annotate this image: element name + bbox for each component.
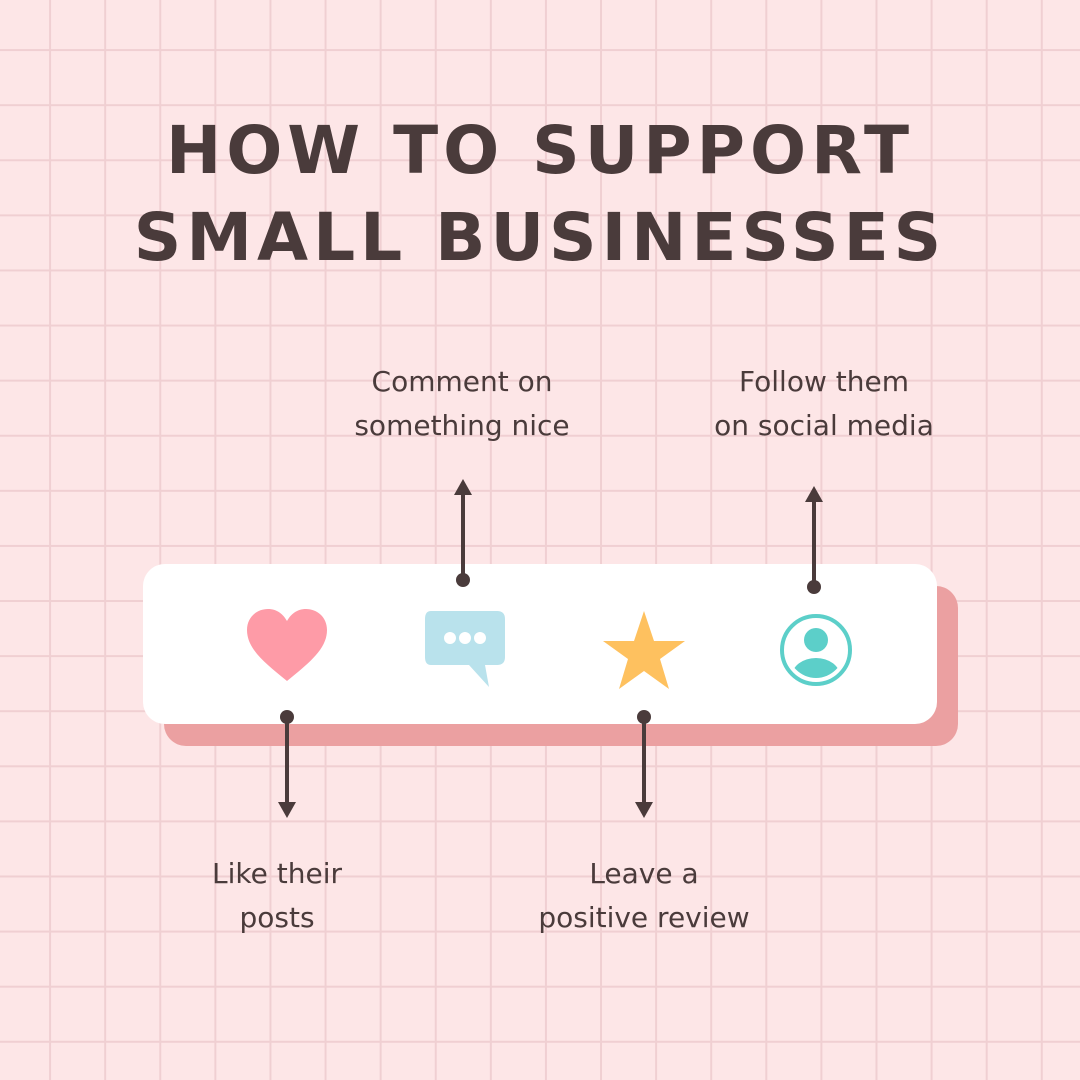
tip-review-label: Leave a positive review	[519, 852, 769, 940]
user-profile-icon[interactable]	[778, 612, 854, 688]
tip-follow-line-2: on social media	[714, 409, 934, 442]
tip-follow-line-1: Follow them	[739, 365, 909, 398]
tip-follow-label: Follow them on social media	[694, 360, 954, 448]
chat-bubble-icon[interactable]	[423, 609, 507, 689]
page-title-line-1: HOW TO SUPPORT	[165, 112, 915, 189]
tip-review-line-1: Leave a	[589, 857, 699, 890]
comment-connector	[454, 479, 472, 587]
like-connector	[278, 710, 296, 818]
heart-icon[interactable]	[245, 607, 329, 683]
tip-review-line-2: positive review	[538, 901, 750, 934]
follow-connector	[805, 486, 823, 594]
review-connector	[635, 710, 653, 818]
tip-like-label: Like their posts	[187, 852, 367, 940]
page-title-line-2: SMALL BUSINESSES	[133, 199, 947, 276]
tip-like-line-2: posts	[239, 901, 315, 934]
tip-like-line-1: Like their	[212, 857, 342, 890]
tip-comment-line-2: something nice	[354, 409, 570, 442]
tip-comment-label: Comment on something nice	[342, 360, 582, 448]
tip-comment-line-1: Comment on	[371, 365, 553, 398]
star-icon[interactable]	[601, 609, 687, 691]
